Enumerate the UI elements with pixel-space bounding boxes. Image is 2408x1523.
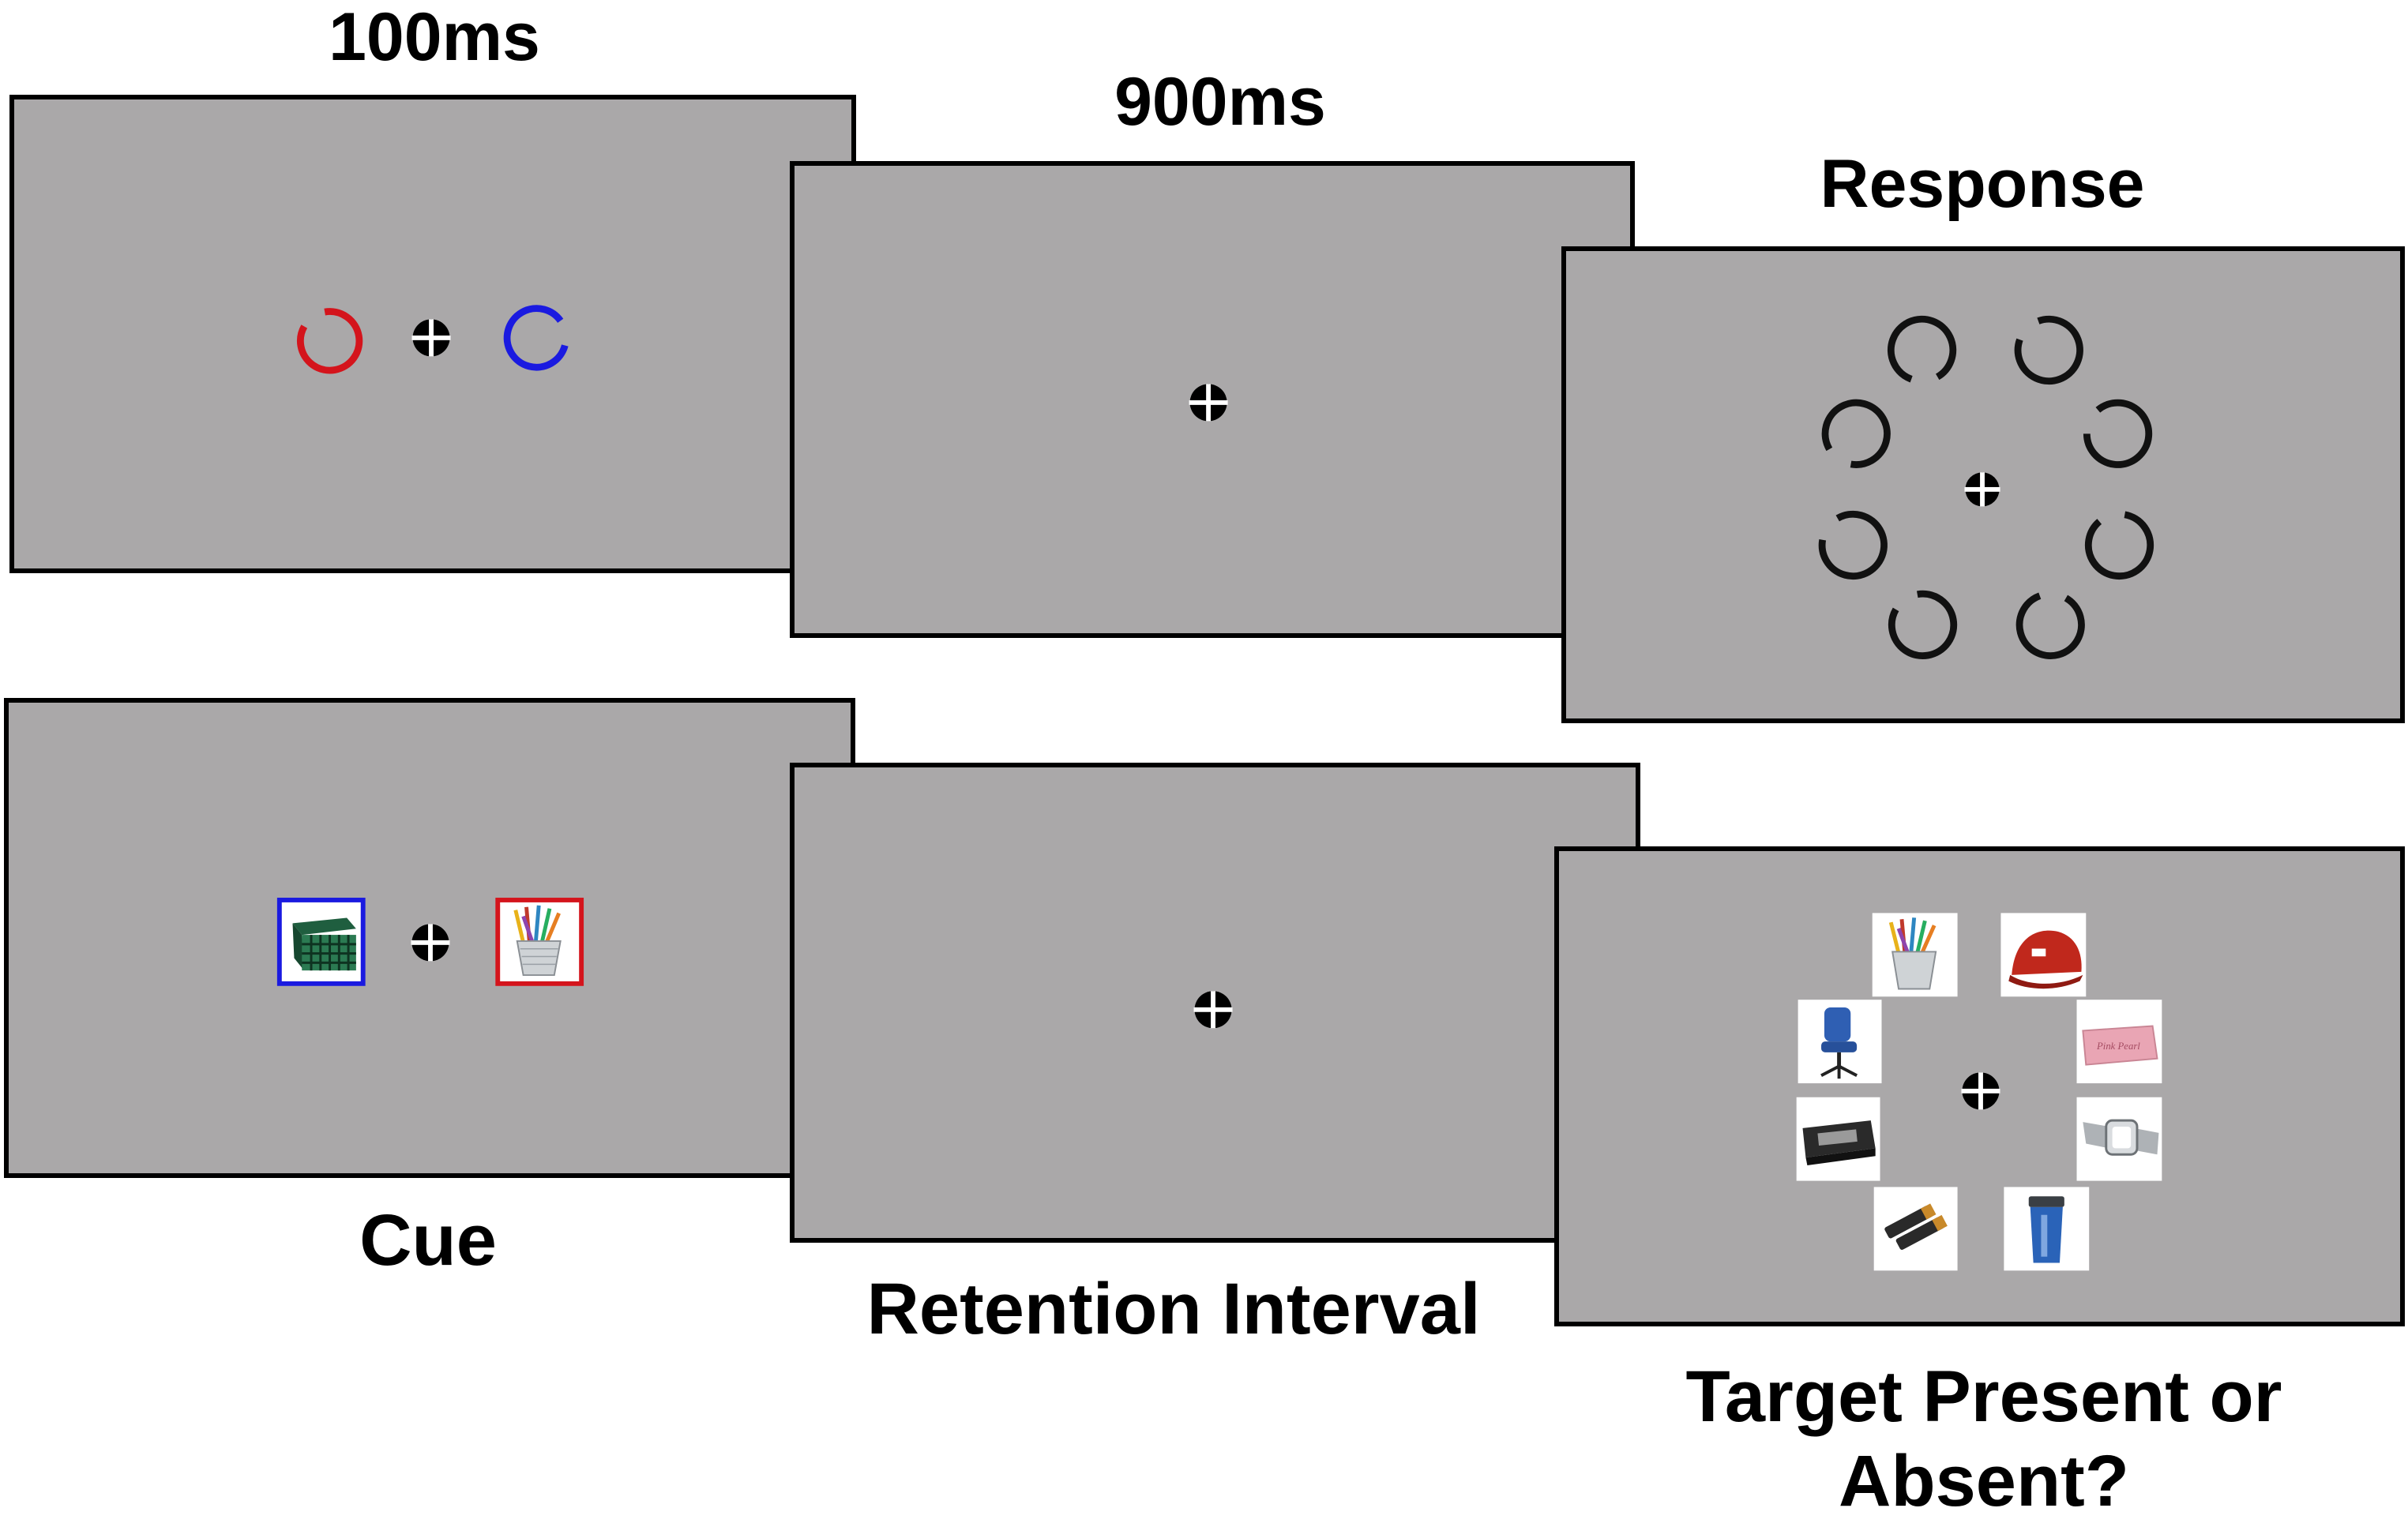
landolt-c-ring-icon	[2083, 399, 2153, 468]
landolt-c-ring-icon	[2015, 590, 2085, 660]
search-array-graphic: Pink Pearl	[1796, 913, 2162, 1271]
memory-array-panel	[9, 95, 856, 573]
label-cue: Cue	[359, 1200, 497, 1281]
office-chair-icon	[1798, 1000, 1882, 1084]
travel-mug-icon	[2004, 1187, 2090, 1271]
landolt-c-ring-icon	[2084, 510, 2154, 580]
fixation-cross-icon	[411, 924, 450, 962]
label-target-present-absent: Target Present or Absent?	[1686, 1355, 2282, 1523]
fixation-cross-icon	[1193, 991, 1233, 1029]
svg-text:Pink Pearl: Pink Pearl	[2096, 1041, 2140, 1052]
wristwatch-icon	[2076, 1097, 2162, 1181]
fixation-cross-icon	[1961, 1072, 2000, 1110]
retention-panel-objects	[790, 763, 1640, 1243]
label-900ms: 900ms	[1114, 64, 1326, 140]
retention-graphic	[1189, 384, 1228, 422]
landolt-c-ring-icon	[1888, 590, 1958, 660]
box-icon	[1796, 1097, 1880, 1181]
landolt-c-ring-icon	[1887, 315, 1957, 385]
retention-panel	[790, 161, 1635, 638]
label-target-line1: Target Present or	[1685, 1356, 2282, 1437]
fixation-cross-icon	[1189, 384, 1228, 422]
red-cap-icon	[2000, 913, 2087, 997]
label-retention-interval: Retention Interval	[866, 1269, 1481, 1349]
cue-panel	[4, 698, 855, 1178]
fixation-cross-icon	[411, 319, 451, 357]
pink-eraser-icon: Pink Pearl	[2076, 1000, 2162, 1084]
label-100ms: 100ms	[329, 0, 540, 75]
memory-array-graphic	[296, 305, 570, 374]
crate-icon	[276, 898, 366, 986]
fixation-cross-icon	[1964, 472, 2000, 507]
response-panel	[1561, 246, 2405, 723]
label-target-line2: Absent?	[1839, 1440, 2129, 1521]
landolt-c-ring-icon	[503, 305, 570, 371]
search-array-panel: Pink Pearl	[1554, 846, 2405, 1326]
landolt-c-ring-icon	[1818, 510, 1888, 580]
batteries-icon	[1873, 1187, 1958, 1271]
landolt-c-ring-icon	[296, 308, 363, 374]
landolt-c-ring-icon	[2014, 315, 2083, 385]
landolt-c-ring-icon	[1821, 399, 1891, 468]
pencil-cup-icon	[1872, 913, 1958, 997]
cue-graphic	[276, 898, 584, 986]
response-graphic	[1818, 315, 2154, 660]
retention-objects-graphic	[1193, 991, 1233, 1029]
label-response: Response	[1820, 146, 2145, 222]
pencil-cup-icon	[495, 898, 584, 986]
